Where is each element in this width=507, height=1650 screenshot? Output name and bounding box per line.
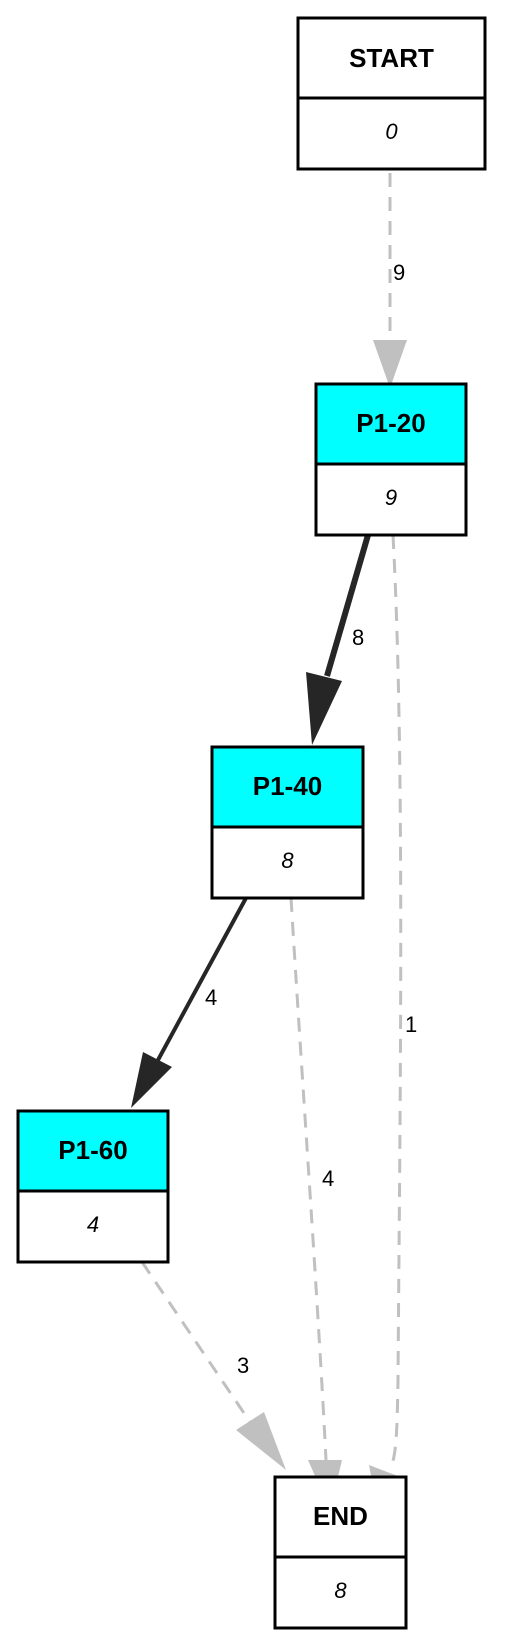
edge-start-to-p1-20: 9 [373, 173, 407, 388]
node-title: P1-60 [58, 1135, 127, 1165]
edge-label: 9 [393, 260, 405, 285]
node-p1-20[interactable]: P1-20 9 [314, 382, 468, 537]
arrowhead-icon [306, 672, 342, 745]
node-start[interactable]: START 0 [296, 16, 487, 171]
edge-p1-20-to-end: 1 [369, 534, 417, 1512]
node-value: 8 [334, 1578, 347, 1603]
node-value: 4 [87, 1212, 99, 1237]
node-value: 9 [385, 485, 397, 510]
node-title: P1-20 [356, 408, 425, 438]
edge-p1-40-to-end: 4 [289, 897, 342, 1510]
edge-p1-40-to-p1-60: 4 [131, 897, 248, 1108]
node-title: START [349, 43, 434, 73]
node-value: 8 [281, 848, 294, 873]
edge-p1-20-to-p1-40: 8 [306, 534, 371, 745]
edge-label: 3 [237, 1353, 249, 1378]
edge-p1-60-to-end: 3 [140, 1261, 286, 1470]
edge-label: 4 [322, 1166, 334, 1191]
node-value: 0 [385, 119, 398, 144]
node-title: P1-40 [253, 771, 322, 801]
node-p1-40[interactable]: P1-40 8 [210, 745, 365, 900]
node-title: END [313, 1501, 368, 1531]
arrowhead-icon [236, 1412, 286, 1470]
node-end[interactable]: END 8 [273, 1475, 408, 1630]
edge-label: 1 [405, 1012, 417, 1037]
edge-label: 8 [352, 625, 364, 650]
arrowhead-icon [373, 340, 407, 388]
edge-label: 4 [205, 985, 217, 1010]
arrowhead-icon [131, 1052, 172, 1108]
node-p1-60[interactable]: P1-60 4 [16, 1109, 170, 1264]
